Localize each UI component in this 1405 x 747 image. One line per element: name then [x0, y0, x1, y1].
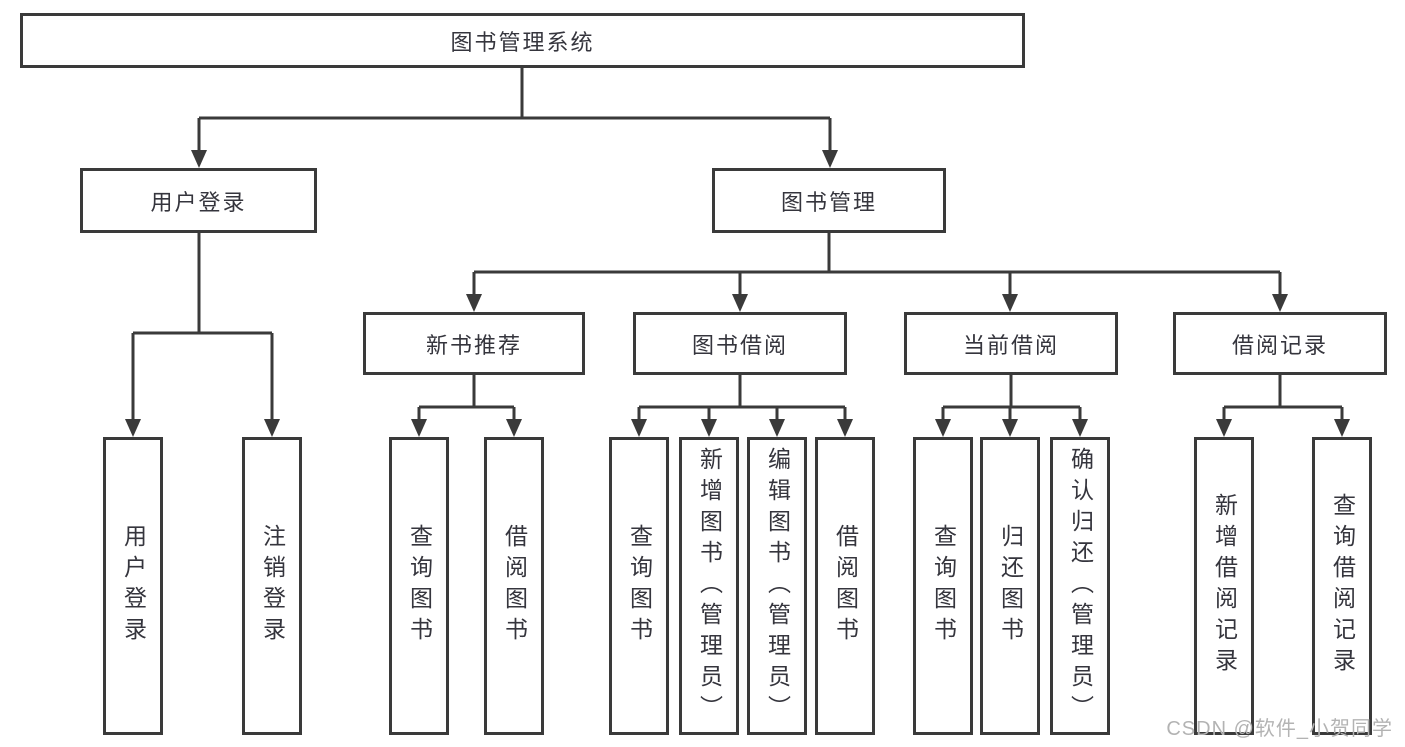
leaf-query-books-2: 查询图书 — [609, 437, 669, 735]
csdn-watermark: CSDN @软件_小贺同学 — [1166, 718, 1393, 740]
leaf-return-book: 归还图书 — [980, 437, 1040, 735]
leaf-logout: 注销登录 — [242, 437, 302, 735]
leaf-query-borrow-record: 查询借阅记录 — [1312, 437, 1372, 735]
node-book-borrowing: 图书借阅 — [633, 312, 847, 375]
node-book-management: 图书管理 — [712, 168, 946, 233]
leaf-add-book-admin: 新增图书（管理员） — [679, 437, 739, 735]
leaf-label: 借阅图书 — [501, 524, 528, 648]
node-root-system: 图书管理系统 — [20, 13, 1025, 68]
leaf-label: 查询图书 — [930, 524, 957, 648]
leaf-borrow-books-1: 借阅图书 — [484, 437, 544, 735]
leaf-label: 查询图书 — [406, 524, 433, 648]
node-new-book-recommend: 新书推荐 — [363, 312, 585, 375]
node-label: 图书管理系统 — [450, 29, 595, 55]
leaf-label: 新增图书（管理员） — [696, 446, 723, 726]
leaf-label: 归还图书 — [997, 524, 1024, 648]
node-current-borrowing: 当前借阅 — [904, 312, 1118, 375]
node-borrowing-records: 借阅记录 — [1173, 312, 1387, 375]
leaf-label: 注销登录 — [259, 524, 286, 648]
leaf-edit-book-admin: 编辑图书（管理员） — [747, 437, 807, 735]
node-label: 借阅记录 — [1231, 332, 1328, 358]
node-label: 图书借阅 — [691, 332, 788, 358]
leaf-label: 新增借阅记录 — [1211, 493, 1238, 679]
leaf-borrow-books-2: 借阅图书 — [815, 437, 875, 735]
leaf-label: 确认归还（管理员） — [1067, 446, 1094, 726]
leaf-query-books-1: 查询图书 — [389, 437, 449, 735]
node-label: 新书推荐 — [425, 332, 522, 358]
leaf-label: 编辑图书（管理员） — [764, 446, 791, 726]
node-user-login: 用户登录 — [80, 168, 317, 233]
leaf-confirm-return-admin: 确认归还（管理员） — [1050, 437, 1110, 735]
node-label: 用户登录 — [150, 189, 247, 215]
leaf-add-borrow-record: 新增借阅记录 — [1194, 437, 1254, 735]
node-label: 图书管理 — [780, 189, 877, 215]
leaf-label: 查询图书 — [626, 524, 653, 648]
leaf-user-login: 用户登录 — [103, 437, 163, 735]
leaf-label: 用户登录 — [120, 524, 147, 648]
leaf-query-books-3: 查询图书 — [913, 437, 973, 735]
node-label: 当前借阅 — [962, 332, 1059, 358]
leaf-label: 查询借阅记录 — [1329, 493, 1356, 679]
leaf-label: 借阅图书 — [832, 524, 859, 648]
